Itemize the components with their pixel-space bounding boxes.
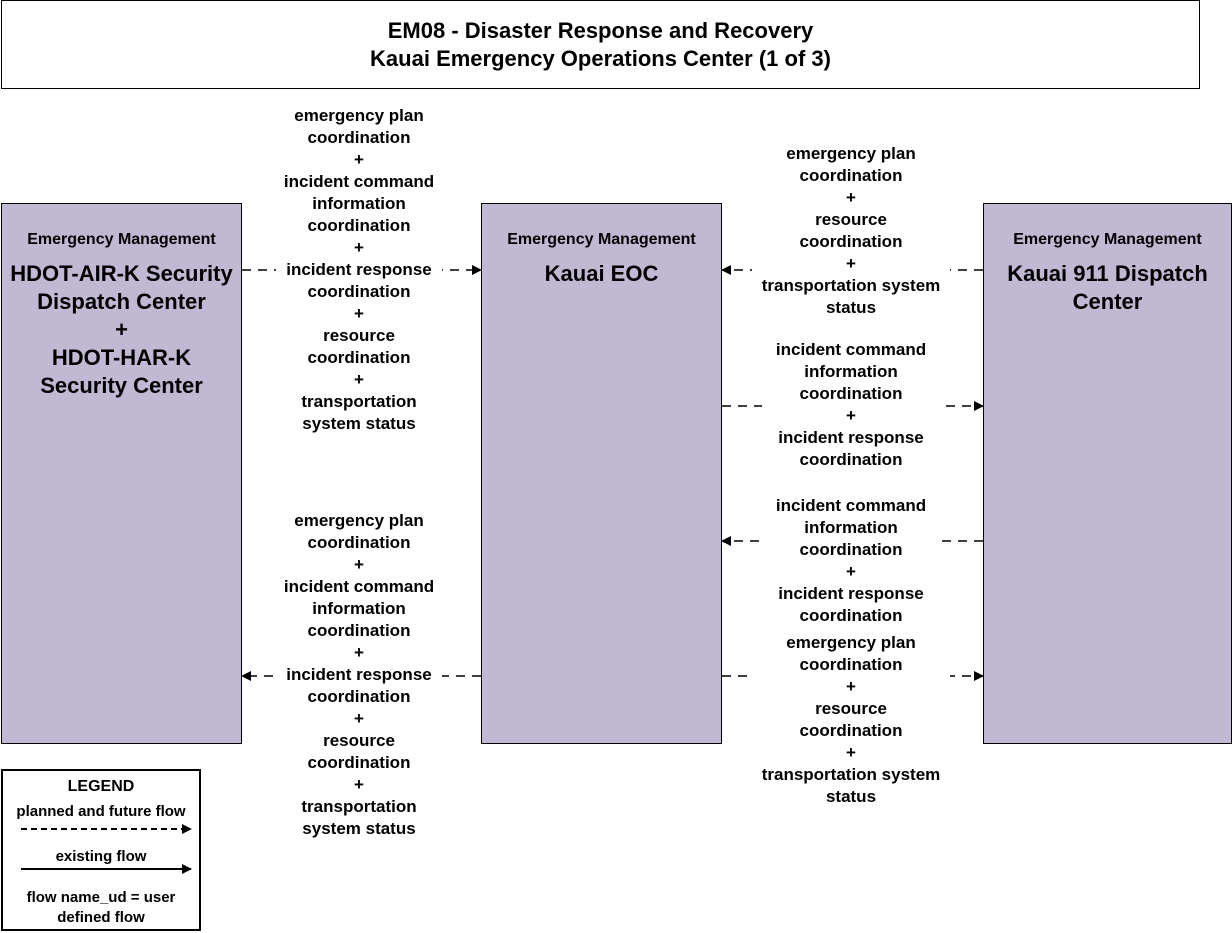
flow-label-line: coordination <box>307 282 411 301</box>
element-name-2: HDOT-HAR-K Security Center <box>40 345 203 398</box>
flow-label-line: information <box>804 362 898 381</box>
flow-label-line: + <box>846 188 856 207</box>
flow-label-line: incident command <box>775 340 927 359</box>
element-hdot-security: Emergency Management HDOT-AIR-K Security… <box>1 203 242 744</box>
flow-label-line: information <box>312 194 406 213</box>
element-name: Kauai EOC <box>544 261 659 286</box>
flow-label-line: coordination <box>799 655 903 674</box>
flow-label-line: coordination <box>307 687 411 706</box>
flow-label-line: transportation <box>301 392 417 411</box>
flow-label-line: incident response <box>778 584 924 603</box>
flow-label-line: + <box>354 304 364 323</box>
flow-label-line: emergency plan <box>786 144 916 163</box>
element-kauai-911: Emergency Management Kauai 911 Dispatch … <box>983 203 1232 744</box>
flow-label-line: resource <box>323 731 395 750</box>
legend: LEGEND planned and future flow existing … <box>1 769 201 931</box>
flow-label-line: + <box>846 562 856 581</box>
flow-label-right-to-mid-2: incident command information coordination +… <box>762 495 940 627</box>
flow-label-line: + <box>354 150 364 169</box>
title-line-2: Kauai Emergency Operations Center (1 of … <box>370 45 831 71</box>
flow-label-line: coordination <box>799 450 903 469</box>
diagram-title: EM08 - Disaster Response and Recovery Ka… <box>1 0 1200 89</box>
flow-label-line: incident response <box>286 260 432 279</box>
flow-label-mid-to-right-1: incident command information coordination +… <box>762 339 940 471</box>
flow-label-line: status <box>825 787 877 806</box>
flow-label-line: + <box>354 643 364 662</box>
flow-label-line: emergency plan <box>294 106 424 125</box>
flow-label-line: incident command <box>775 496 927 515</box>
flow-label-line: resource <box>815 210 887 229</box>
flow-label-line: information <box>312 599 406 618</box>
flow-label-line: coordination <box>799 232 903 251</box>
element-category: Emergency Management <box>1013 231 1202 248</box>
flow-label-line: + <box>846 254 856 273</box>
flow-label-line: coordination <box>799 384 903 403</box>
flow-label-line: resource <box>323 326 395 345</box>
flow-label-line: + <box>846 406 856 425</box>
flow-label-line: information <box>804 518 898 537</box>
flow-label-line: coordination <box>307 128 411 147</box>
flow-label-line: coordination <box>799 540 903 559</box>
flow-label-line: transportation system <box>761 765 941 784</box>
flow-label-mid-to-right-bottom: emergency plan coordination + resource coord… <box>752 632 950 808</box>
flow-label-line: coordination <box>307 216 411 235</box>
flow-label-line: + <box>354 775 364 794</box>
flow-label-left-to-mid: emergency plan coordination + incident comm… <box>276 105 442 435</box>
legend-existing-label: existing flow <box>55 848 147 865</box>
flow-label-line: incident command <box>283 577 435 596</box>
flow-label-line: + <box>354 555 364 574</box>
flow-label-line: + <box>354 709 364 728</box>
flow-label-line: + <box>354 238 364 257</box>
element-category: Emergency Management <box>27 231 216 248</box>
flow-label-line: + <box>846 743 856 762</box>
element-name: Kauai 911 Dispatch Center <box>1007 261 1208 314</box>
flow-label-line: incident command <box>283 172 435 191</box>
flow-label-line: emergency plan <box>294 511 424 530</box>
flow-label-line: status <box>825 298 877 317</box>
flow-label-line: coordination <box>799 721 903 740</box>
element-category: Emergency Management <box>507 231 696 248</box>
element-name-1: HDOT-AIR-K Security Dispatch Center <box>10 261 233 314</box>
flow-label-line: + <box>354 370 364 389</box>
flow-label-line: coordination <box>799 606 903 625</box>
flow-label-line: + <box>846 677 856 696</box>
flow-label-right-to-mid-top: emergency plan coordination + resource coord… <box>752 143 950 319</box>
flow-label-line: resource <box>815 699 887 718</box>
flow-label-line: system status <box>302 819 416 838</box>
flow-label-line: coordination <box>307 533 411 552</box>
legend-planned-label: planned and future flow <box>16 803 186 820</box>
flow-label-line: emergency plan <box>786 633 916 652</box>
flow-label-line: coordination <box>307 348 411 367</box>
legend-lines <box>21 824 192 874</box>
legend-user-defined-label: flow name_ud = user defined flow <box>26 889 176 926</box>
flow-label-line: system status <box>302 414 416 433</box>
flow-label-line: incident response <box>286 665 432 684</box>
flow-label-line: coordination <box>307 753 411 772</box>
legend-title: LEGEND <box>67 778 135 795</box>
flow-label-line: incident response <box>778 428 924 447</box>
title-line-1: EM08 - Disaster Response and Recovery <box>387 17 814 43</box>
element-kauai-eoc: Emergency Management Kauai EOC <box>481 203 722 744</box>
flow-label-line: coordination <box>307 621 411 640</box>
element-plus: + <box>115 317 128 342</box>
flow-label-line: transportation <box>301 797 417 816</box>
flow-label-line: transportation system <box>761 276 941 295</box>
flow-label-line: coordination <box>799 166 903 185</box>
flow-label-mid-to-left: emergency plan coordination + incident comm… <box>276 510 442 840</box>
